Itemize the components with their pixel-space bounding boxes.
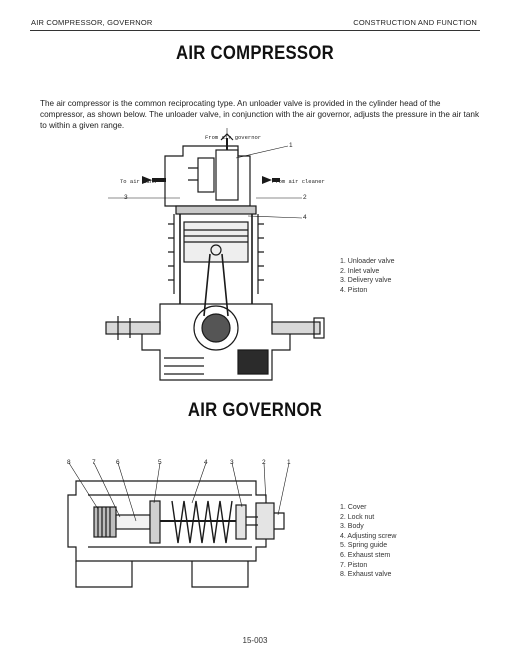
callout-from-air-cleaner: From air cleaner <box>272 178 325 185</box>
legend-item: 4. Adjusting screw <box>340 532 397 540</box>
compressor-number-4: 4 <box>303 214 307 221</box>
governor-number-4: 4 <box>204 459 208 466</box>
governor-number-2: 2 <box>262 459 266 466</box>
legend-item: 5. Spring guide <box>340 542 388 550</box>
air-governor-diagram <box>67 462 290 588</box>
legend-item: 3. Delivery valve <box>340 277 392 285</box>
legend-item: 2. Lock nut <box>340 513 375 521</box>
compressor-number-1: 1 <box>289 142 293 149</box>
compressor-number-2: 2 <box>303 194 307 201</box>
legend-item: 6. Exhaust stem <box>340 551 391 559</box>
legend-item: 7. Piston <box>340 561 368 569</box>
legend-item: 4. Piston <box>340 286 368 294</box>
page-number: 15-003 <box>242 636 268 645</box>
governor-number-1: 1 <box>287 459 291 466</box>
callout-from-air-governor: From air governor <box>205 134 262 141</box>
legend-item: 8. Exhaust valve <box>340 571 392 579</box>
running-header-section: AIR COMPRESSOR, GOVERNOR <box>31 18 153 27</box>
air-governor-legend: 1. Cover 2. Lock nut 3. Body 4. Adjustin… <box>340 503 396 580</box>
legend-item: 2. Inlet valve <box>340 267 380 275</box>
governor-number-8: 8 <box>67 459 71 466</box>
running-header-chapter: CONSTRUCTION AND FUNCTION <box>353 18 477 27</box>
header-rule <box>30 30 480 31</box>
callout-to-air-tank: To air tank <box>120 178 157 185</box>
air-compressor-title: AIR COMPRESSOR <box>176 43 334 64</box>
governor-number-5: 5 <box>158 459 162 466</box>
legend-item: 1. Cover <box>340 504 367 511</box>
compressor-number-3: 3 <box>124 194 128 201</box>
air-compressor-diagram <box>105 128 325 381</box>
air-compressor-intro: The air compressor is the common recipro… <box>40 99 480 131</box>
governor-number-7: 7 <box>92 459 96 466</box>
legend-item: 1. Unloader valve <box>340 258 395 265</box>
air-compressor-legend: 1. Unloader valve 2. Inlet valve 3. Deli… <box>340 257 394 295</box>
governor-number-6: 6 <box>116 459 120 466</box>
governor-number-3: 3 <box>230 459 234 466</box>
legend-item: 3. Body <box>340 523 364 531</box>
air-governor-title: AIR GOVERNOR <box>187 400 323 421</box>
